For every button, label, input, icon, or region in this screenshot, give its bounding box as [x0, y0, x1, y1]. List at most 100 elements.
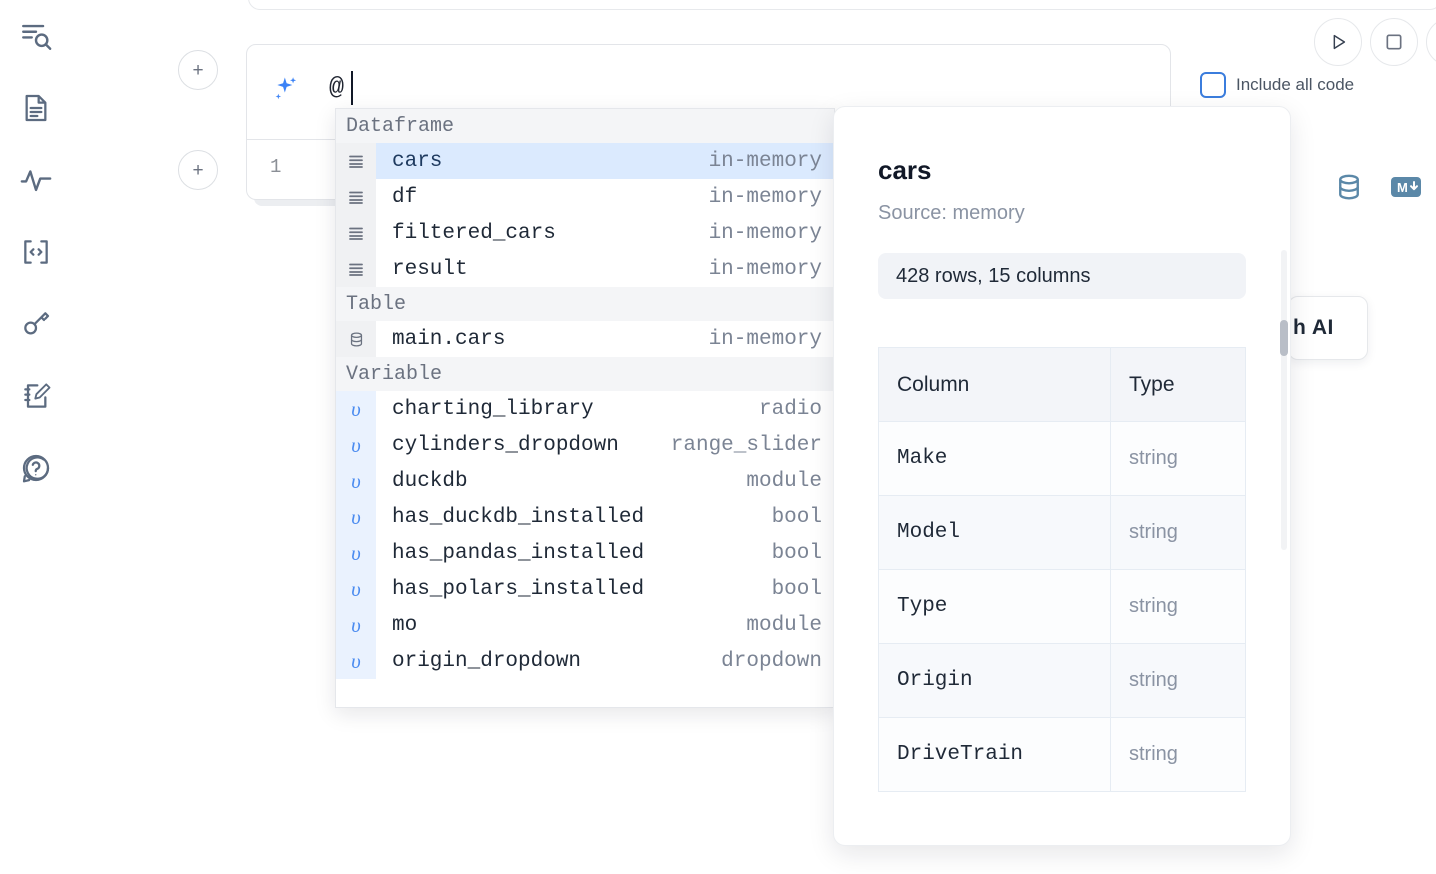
database-icon[interactable] — [1334, 172, 1364, 207]
explore-icon[interactable] — [14, 14, 58, 58]
column-type-cell: string — [1110, 717, 1246, 792]
autocomplete-item-name: filtered_cars — [392, 221, 556, 245]
autocomplete-item-name: has_polars_installed — [392, 577, 645, 601]
variable-icon: υ — [336, 427, 376, 463]
table-rows-icon — [336, 215, 376, 251]
detail-scrollbar-thumb[interactable] — [1280, 320, 1288, 356]
variable-icon: υ — [336, 643, 376, 679]
autocomplete-item-meta: radio — [758, 397, 822, 421]
autocomplete-item-name: df — [392, 185, 418, 209]
column-type-cell: string — [1110, 569, 1246, 644]
code-icon[interactable] — [14, 230, 58, 274]
include-all-code-control[interactable]: Include all code — [1200, 72, 1354, 98]
generate-with-ai-button[interactable]: h AI — [1288, 296, 1368, 360]
autocomplete-item-name: cars — [392, 149, 443, 173]
autocomplete-item-meta: in-memory — [708, 257, 822, 281]
help-icon[interactable] — [14, 446, 58, 490]
plus-icon: + — [192, 59, 204, 81]
column-header: Type — [1110, 347, 1246, 422]
add-cell-below-button[interactable]: + — [178, 150, 218, 190]
autocomplete-item-meta: in-memory — [708, 185, 822, 209]
autocomplete-item-meta: bool — [771, 505, 822, 529]
include-all-code-label: Include all code — [1236, 75, 1355, 94]
autocomplete-item-meta: range_slider — [670, 433, 822, 457]
include-all-code-checkbox[interactable] — [1200, 72, 1226, 98]
column-name-cell: DriveTrain — [878, 717, 1111, 792]
plus-icon: + — [192, 159, 204, 181]
previous-cell-shell — [248, 0, 1436, 10]
variable-icon: υ — [336, 607, 376, 643]
autocomplete-item-meta: dropdown — [721, 649, 822, 673]
column-type-cell: string — [1110, 643, 1246, 718]
more-actions-button[interactable] — [1426, 18, 1436, 66]
key-icon[interactable] — [14, 302, 58, 346]
svg-text:M: M — [1397, 180, 1408, 195]
autocomplete-item[interactable]: υ origin_dropdown dropdown — [336, 643, 834, 679]
column-type-cell: string — [1110, 495, 1246, 570]
autocomplete-item[interactable]: υ charting_library radio — [336, 391, 834, 427]
column-name-cell: Make — [878, 421, 1111, 496]
line-number: 1 — [270, 156, 282, 178]
generate-with-ai-label: h AI — [1293, 316, 1334, 339]
variable-icon: υ — [336, 463, 376, 499]
column-header: Column — [878, 347, 1111, 422]
run-button[interactable] — [1314, 18, 1362, 66]
variable-icon: υ — [336, 571, 376, 607]
autocomplete-item-meta: module — [746, 613, 822, 637]
detail-title: cars — [878, 155, 932, 185]
autocomplete-item-name: origin_dropdown — [392, 649, 582, 673]
column-name-cell: Model — [878, 495, 1111, 570]
column-name-cell: Type — [878, 569, 1111, 644]
column-name-cell: Origin — [878, 643, 1111, 718]
autocomplete-item-name: mo — [392, 613, 418, 637]
stop-button[interactable] — [1370, 18, 1418, 66]
autocomplete-item-meta: bool — [771, 577, 822, 601]
ai-prompt-input[interactable]: @ — [329, 73, 345, 102]
autocomplete-item-name: has_duckdb_installed — [392, 505, 645, 529]
document-icon[interactable] — [14, 86, 58, 130]
markdown-icon[interactable]: M — [1390, 175, 1422, 204]
add-cell-above-button[interactable]: + — [178, 50, 218, 90]
detail-stats-badge: 428 rows, 15 columns — [878, 253, 1246, 299]
autocomplete-item-meta: in-memory — [708, 327, 822, 351]
autocomplete-section-header: Table — [336, 287, 834, 321]
table-rows-icon — [336, 251, 376, 287]
variable-icon: υ — [336, 391, 376, 427]
autocomplete-item-meta: bool — [771, 541, 822, 565]
autocomplete-item-name: charting_library — [392, 397, 594, 421]
activity-icon[interactable] — [14, 158, 58, 202]
text-caret — [351, 71, 353, 105]
autocomplete-section-header: Dataframe — [336, 109, 834, 143]
cell-action-icons: M — [1334, 172, 1422, 207]
autocomplete-item[interactable]: df in-memory — [336, 179, 834, 215]
autocomplete-item-meta: module — [746, 469, 822, 493]
table-rows-icon — [336, 143, 376, 179]
variable-icon: υ — [336, 535, 376, 571]
column-type-cell: string — [1110, 421, 1246, 496]
variable-icon: υ — [336, 499, 376, 535]
table-rows-icon — [336, 179, 376, 215]
autocomplete-item-name: duckdb — [392, 469, 468, 493]
edit-icon[interactable] — [14, 374, 58, 418]
detail-scrollbar-track[interactable] — [1281, 250, 1287, 550]
autocomplete-item[interactable]: υ has_polars_installed bool — [336, 571, 834, 607]
autocomplete-item[interactable]: υ has_duckdb_installed bool — [336, 499, 834, 535]
detail-source: Source: memory — [878, 202, 1025, 224]
